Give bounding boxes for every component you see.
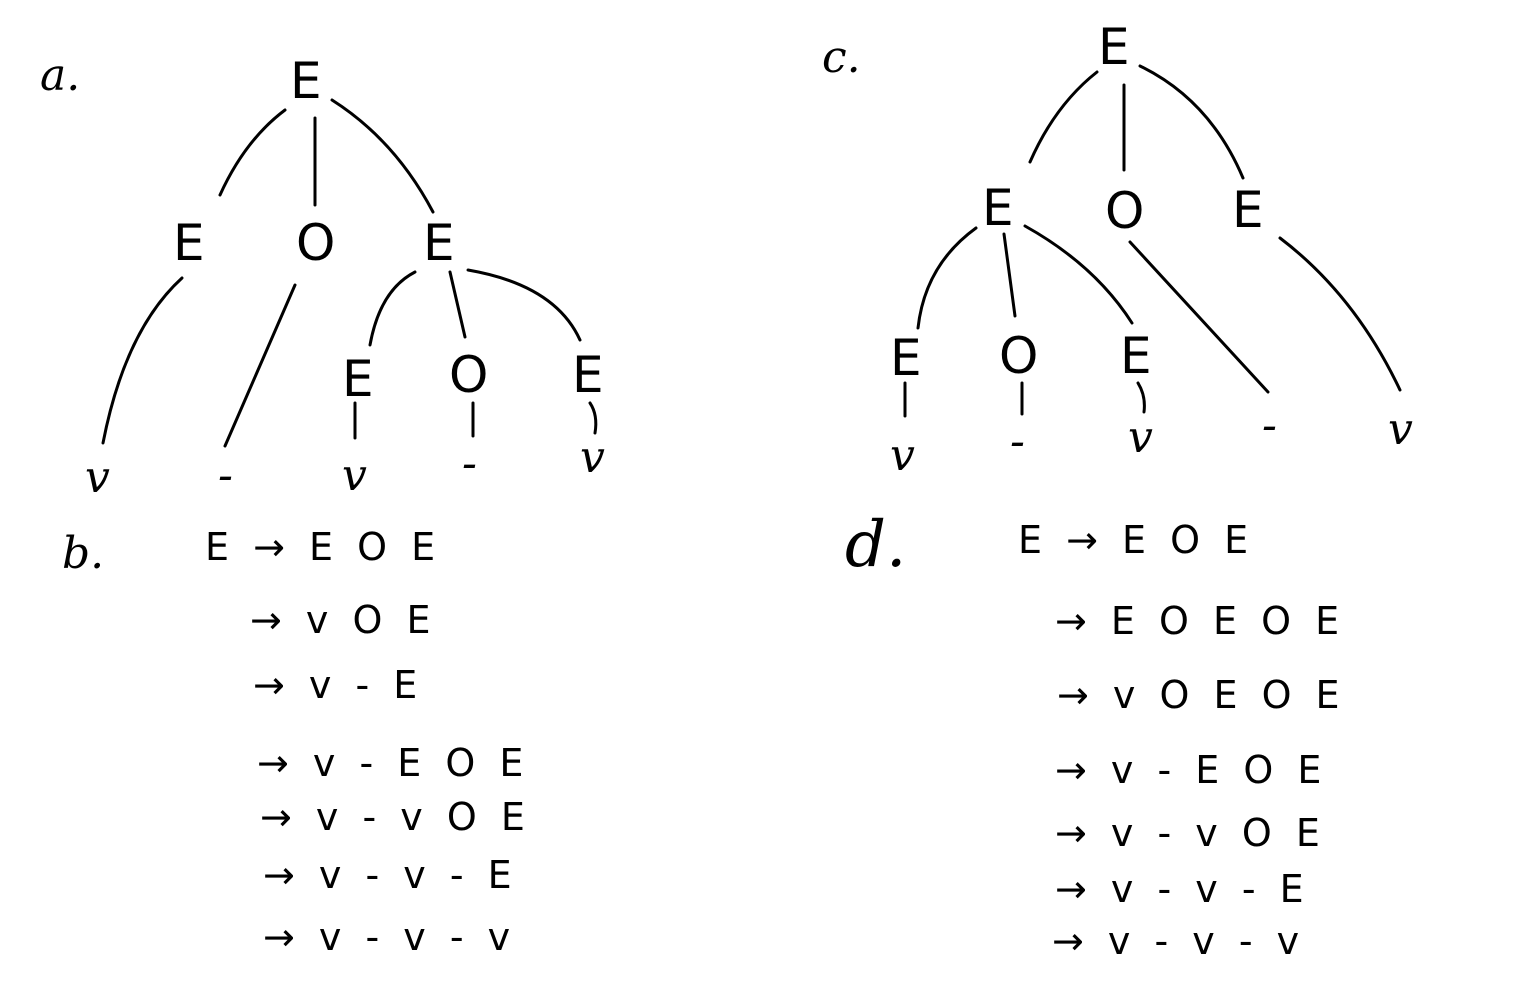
derivation-b-line-5: → v - v - E bbox=[263, 853, 518, 897]
node-c-l1-1: O bbox=[1105, 182, 1144, 240]
leaf-c-2: v bbox=[1128, 412, 1153, 463]
panel-d: d. E → E O E → E O E O E → v O E O E → v… bbox=[845, 508, 1346, 963]
node-c-l1-0: E bbox=[982, 179, 1014, 237]
leaf-a-0: v bbox=[85, 452, 110, 503]
derivation-d-line-2: → v O E O E bbox=[1057, 673, 1346, 717]
edge-a-e3-v bbox=[588, 401, 598, 435]
edge-c-e3-v bbox=[1136, 381, 1146, 414]
edge-c-e2-v bbox=[1278, 236, 1402, 392]
panel-a: a. E E O E E O E v - v - v bbox=[40, 50, 605, 503]
panel-b-label: b. bbox=[62, 528, 104, 579]
panel-a-label: a. bbox=[40, 50, 80, 101]
node-a-l1-2: E bbox=[423, 214, 455, 272]
edge-c-root-e2 bbox=[1138, 64, 1245, 180]
leaf-c-1: - bbox=[1010, 416, 1025, 467]
node-a-l2-2: E bbox=[572, 346, 604, 404]
leaf-a-1: - bbox=[218, 450, 233, 501]
leaf-c-3: - bbox=[1262, 400, 1277, 451]
edge-c-e1-e bbox=[916, 226, 978, 330]
derivation-b-line-6: → v - v - v bbox=[263, 915, 516, 959]
node-a-l2-1: O bbox=[449, 346, 488, 404]
node-c-l2-1: O bbox=[999, 327, 1038, 385]
edge-a-e2-e bbox=[368, 270, 417, 347]
leaf-a-4: v bbox=[580, 432, 605, 483]
edge-a-e1-v bbox=[101, 276, 184, 445]
derivation-b-line-4: → v - v O E bbox=[260, 795, 531, 839]
edge-a-e2-o bbox=[448, 270, 467, 339]
edge-a-o1-minus bbox=[223, 283, 297, 448]
edge-c-e1-o bbox=[1002, 232, 1017, 318]
edge-a-root-e2 bbox=[330, 98, 435, 214]
derivation-b-line-3: → v - E O E bbox=[257, 741, 529, 785]
node-c-root: E bbox=[1098, 18, 1130, 76]
derivation-b-line-1: → v O E bbox=[250, 598, 437, 642]
panel-c-label: c. bbox=[822, 32, 861, 83]
edge-a-e2-e3 bbox=[466, 268, 582, 342]
derivation-d-line-5: → v - v - E bbox=[1055, 867, 1310, 911]
derivation-d-line-3: → v - E O E bbox=[1055, 748, 1327, 792]
panel-c: c. E E O E E O E v - v - v bbox=[822, 18, 1413, 481]
derivation-d-line-6: → v - v - v bbox=[1052, 919, 1305, 963]
edge-c-e1-e3 bbox=[1023, 224, 1134, 325]
leaf-c-4: v bbox=[1388, 404, 1413, 455]
leaf-c-0: v bbox=[890, 430, 915, 481]
node-c-l1-2: E bbox=[1232, 181, 1264, 239]
leaf-a-3: - bbox=[462, 438, 477, 489]
node-c-l2-2: E bbox=[1120, 327, 1152, 385]
panel-b: b. E → E O E → v O E → v - E → v - E O E… bbox=[62, 525, 531, 959]
derivation-d-line-4: → v - v O E bbox=[1055, 811, 1326, 855]
derivation-d-line-1: → E O E O E bbox=[1055, 599, 1345, 643]
derivation-d-line-0: E → E O E bbox=[1018, 518, 1254, 562]
edge-c-root-e1 bbox=[1028, 70, 1099, 164]
node-a-root: E bbox=[290, 52, 322, 110]
derivation-b-line-2: → v - E bbox=[253, 663, 423, 707]
node-a-l1-0: E bbox=[173, 214, 205, 272]
leaf-a-2: v bbox=[342, 450, 367, 501]
edge-c-o1-minus bbox=[1128, 240, 1270, 394]
edge-a-root-e1 bbox=[218, 108, 287, 197]
panel-d-label: d. bbox=[845, 508, 906, 582]
derivation-b-line-0: E → E O E bbox=[205, 525, 441, 569]
node-c-l2-0: E bbox=[890, 329, 922, 387]
node-a-l1-1: O bbox=[296, 214, 335, 272]
node-a-l2-0: E bbox=[342, 350, 374, 408]
